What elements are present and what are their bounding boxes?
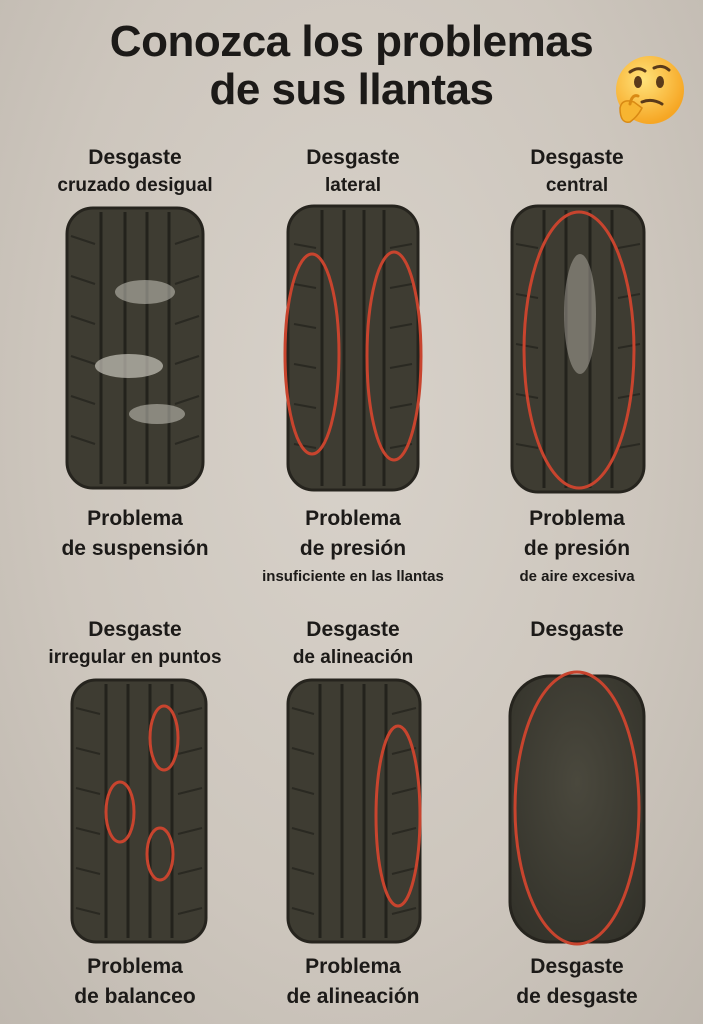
page-title: Conozca los problemas de sus llantas (0, 18, 703, 114)
tire-bald-wear-image (508, 670, 646, 946)
tire-label-bottom: Problema de presión insuficiente en las … (262, 507, 444, 585)
tire-label-top: Desgaste de alineación (292, 618, 414, 668)
tire-label-bottom: Problema de balanceo (74, 955, 196, 1008)
title-line-2: de sus llantas (209, 65, 494, 114)
title-line-1: Conozca los problemas (109, 17, 594, 66)
tire-side-wear-image (283, 204, 423, 492)
tire-card-center-wear: Desgaste central Problema de presión de … (460, 140, 694, 590)
tire-label-top: Desgaste central (530, 146, 624, 196)
tire-label-bottom: Desgaste de desgaste (516, 955, 638, 1008)
tire-label-top: Desgaste lateral (306, 146, 400, 196)
tire-spot-wear-image (70, 678, 208, 944)
tire-card-alignment-wear: Desgaste de alineación Problema de aline… (236, 612, 470, 1012)
tire-card-side-wear: Desgaste lateral Problema de presión ins… (236, 140, 470, 590)
tire-card-bald-wear: Desgaste Desgaste de desgaste (460, 612, 694, 1012)
tire-label-bottom: Problema de alineación (286, 955, 420, 1008)
tire-card-spot-wear: Desgaste irregular en puntos Problema de… (18, 612, 252, 1012)
tire-label-bottom: Problema de suspensión (61, 507, 209, 560)
tire-label-top: Desgaste cruzado desigual (57, 146, 213, 196)
tire-label-top: Desgaste (530, 618, 624, 641)
tire-center-wear-image (510, 204, 646, 494)
thinking-face-icon (616, 56, 684, 124)
tire-alignment-wear-image (286, 678, 422, 944)
tire-label-bottom: Problema de presión de aire excesiva (519, 507, 635, 585)
tire-cross-wear-image (65, 206, 205, 490)
tire-card-cross-wear: Desgaste cruzado desigual Problema de su… (18, 140, 252, 560)
tire-label-top: Desgaste irregular en puntos (48, 618, 222, 668)
